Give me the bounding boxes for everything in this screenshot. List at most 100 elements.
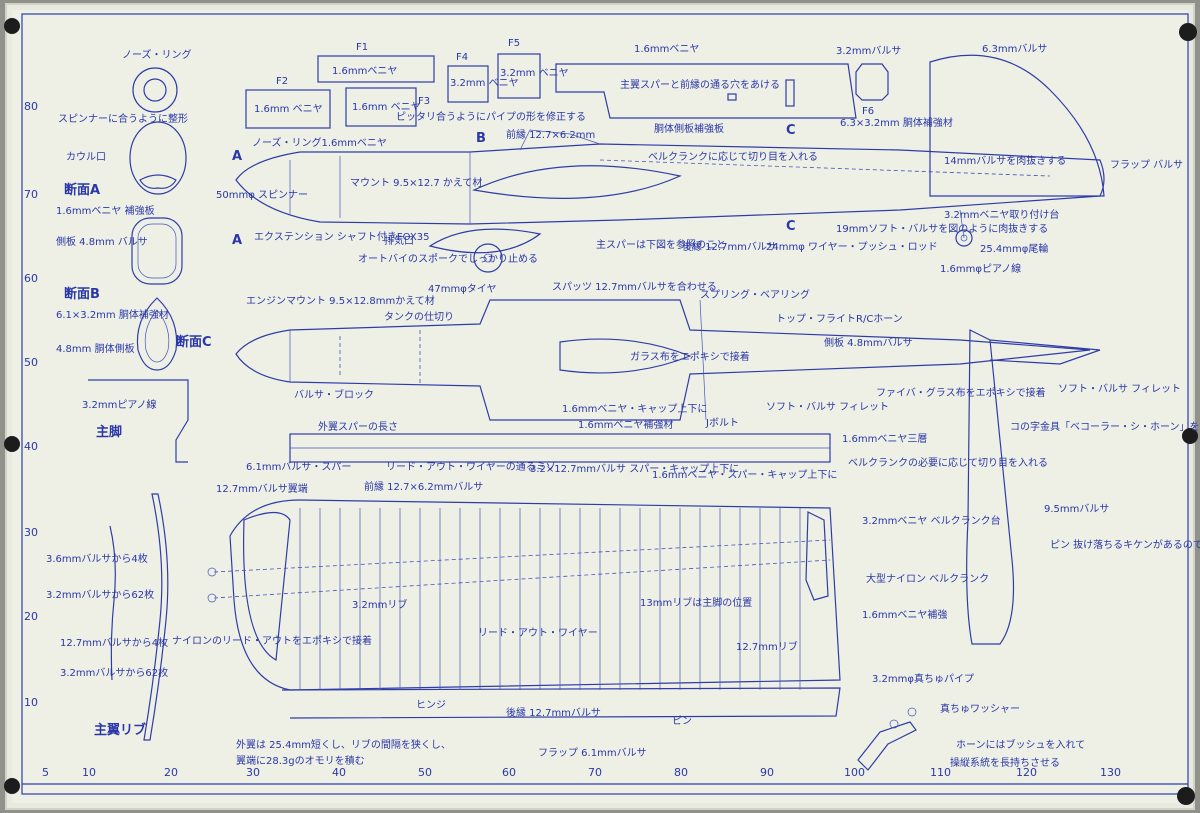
side-48-label: 4.8mm 胴体側板 xyxy=(56,342,135,355)
leading-edge-label: 前縁 12.7×6.2mm xyxy=(506,128,595,141)
scale-bottom-label: 10 xyxy=(82,766,96,779)
soft-fillet: ソフト・バルサ フィレット xyxy=(766,401,889,413)
wing-note-2: 翼端に28.3gのオモリを積む xyxy=(236,754,365,767)
main-leg-wire-label: 3.2mmピアノ線 xyxy=(82,398,157,411)
pin-icons xyxy=(4,18,1198,805)
scale-bottom-label: 80 xyxy=(674,766,688,779)
wing-rib-left xyxy=(109,525,116,681)
section-b-label: 断面B xyxy=(64,286,100,302)
top-plate-mat: 1.6mmベニヤ xyxy=(634,43,699,55)
pushrod-label: 24mmφ ワイヤー・プッシュ・ロッド xyxy=(766,241,938,253)
flap-label: フラップ 6.1mmバルサ xyxy=(538,747,647,759)
top-view-fuselage xyxy=(235,299,1101,645)
scale-bottom-label: 20 xyxy=(164,766,178,779)
balsa-spar-label: 6.1mmバルサ・スパー xyxy=(246,461,351,473)
spring-bearing-label: スプリング・ベアリング xyxy=(700,288,810,301)
rib-36-a: 3.6mmバルサから4枚 xyxy=(46,552,148,565)
ply-3layer-label: 1.6mmベニヤ三層 xyxy=(842,433,927,445)
spar-ref-label: 主スパーは下図を参照のこと xyxy=(596,238,726,251)
wing-rib-right xyxy=(143,493,169,741)
pin-icon xyxy=(4,436,20,452)
trailing-edge-label: 後縁 12.7mmバルサ xyxy=(682,240,777,253)
section-b-shape xyxy=(136,297,178,371)
rib-13-label: 13mmリブは主脚の位置 xyxy=(640,596,752,609)
scale-bottom-label: 110 xyxy=(930,766,951,779)
f3-label: F3 xyxy=(418,96,430,107)
main-leg-label: 主脚 xyxy=(96,424,122,440)
spar-cap-label: 1.6mmベニヤ・キャップ上下に xyxy=(562,403,707,415)
nose-ring xyxy=(132,67,178,113)
spats-label: スパッツ 12.7mmバルサを合わせる xyxy=(552,280,717,293)
drawing-border xyxy=(21,13,1189,795)
scale-bottom-label: 70 xyxy=(588,766,602,779)
f6-label: F6 xyxy=(862,106,874,117)
f6-part xyxy=(855,63,889,101)
wing-note-1: 外翼は 25.4mm短くし、リブの間隔を狭くし、 xyxy=(236,738,451,751)
f4-part xyxy=(447,65,489,103)
glass-cloth-label: ガラス布をエポキシで接着 xyxy=(630,350,750,363)
pin-icon xyxy=(1179,23,1197,41)
ply-spar-cap-label: 1.6mmベニヤ・スパー・キャップ上下に xyxy=(652,469,837,481)
reinforce-plate-label: 胴体側板補強板 xyxy=(654,122,724,135)
scale-left-label: 20 xyxy=(24,610,38,623)
spar-cap-32-label: 3.2×12.7mmバルサ スパー・キャップ上下に xyxy=(530,463,739,475)
ply-reinforce-label: 1.6mmベニヤ補強 xyxy=(862,608,947,621)
f2-material: 1.6mm ベニヤ xyxy=(254,103,323,115)
scale-bottom-label: 5 xyxy=(42,766,49,779)
wing-rib-title: 主翼リブ xyxy=(94,722,146,738)
rib-32-a: 3.2mmバルサから62枚 xyxy=(46,588,154,601)
c-mark-bottom: C xyxy=(786,219,796,234)
doubler-61-label: 6.1×3.2mm 胴体補強材 xyxy=(56,308,169,321)
scale-left-label: 30 xyxy=(24,526,38,539)
fin-material: 6.3mmバルサ xyxy=(982,43,1047,55)
f3-part xyxy=(345,87,417,127)
leadout-slot-label: リード・アウト・ワイヤーの通るミゾ xyxy=(386,461,556,473)
f6-balsa: 3.2mmバルサ xyxy=(836,45,901,57)
exhaust-label: 排気口 xyxy=(384,234,414,247)
bolt-label: Jボルト xyxy=(705,417,739,429)
a-mark-top: A xyxy=(232,149,242,164)
scale-left-label: 40 xyxy=(24,440,38,453)
leadout-label: リード・アウト・ワイヤー xyxy=(478,627,598,639)
engine-mount-label: エンジンマウント 9.5×12.8mmかえて材 xyxy=(246,294,435,307)
b-mark: B xyxy=(476,131,486,146)
scale-bottom-label: 40 xyxy=(332,766,346,779)
c-shape-note: コの字金具「ベコーラー・シ・ホーン」をスプリング・ベアリングに入れてエキシでメタ… xyxy=(1010,420,1200,433)
nylon-leadout-label: ナイロンのリード・アウトをエポキシで接着 xyxy=(172,634,372,647)
tip-label: 12.7mmバルサ翼端 xyxy=(216,482,308,495)
soft-fillet-2: ソフト・バルサ フィレット xyxy=(1058,383,1181,395)
f1-material: 1.6mmベニヤ xyxy=(332,65,397,77)
bellcrank-cut-label: ベルクランクに応じて切り目を入れる xyxy=(648,150,818,163)
scale-left-label: 80 xyxy=(24,100,38,113)
pin-icon xyxy=(1177,787,1195,805)
horn-note-2: 操縦系統を長持ちさせる xyxy=(950,756,1060,769)
rib-127-b: 12.7mmバルサから4枚 xyxy=(60,636,168,649)
section-a-shape xyxy=(131,217,183,285)
scale-bottom-label: 50 xyxy=(418,766,432,779)
bottom-scale: 5 10 20 30 40 50 60 70 80 90 100 110 120… xyxy=(42,766,1121,779)
bellcrank-base-label: 3.2mmベニヤ ベルクランク台 xyxy=(862,514,1001,527)
scale-left-label: 70 xyxy=(24,188,38,201)
f3-material: 1.6mm ベニヤ xyxy=(352,101,421,113)
f5-label: F5 xyxy=(508,38,520,49)
top-side-plate-label: 側板 4.8mmバルサ xyxy=(824,336,913,349)
rib-32-b: 3.2mmバルサから62枚 xyxy=(60,666,168,679)
scale-left-label: 50 xyxy=(24,356,38,369)
scale-left-label: 10 xyxy=(24,696,38,709)
scale-bottom-label: 60 xyxy=(502,766,516,779)
cowl-section xyxy=(129,121,187,195)
scale-left-label: 60 xyxy=(24,272,38,285)
section-a-label: 断面A xyxy=(64,182,100,198)
pin-icon xyxy=(1182,428,1198,444)
wing-plan xyxy=(207,499,841,719)
f2-part xyxy=(245,89,331,129)
rib-32-label: 3.2mmリブ xyxy=(352,598,407,611)
tail-mount-label: 3.2mmベニヤ取り付け台 xyxy=(944,208,1059,221)
horn-detail xyxy=(857,721,917,771)
scale-bottom-label: 100 xyxy=(844,766,865,779)
scale-bottom-label: 120 xyxy=(1016,766,1037,779)
spinner-note: スピンナーに合うように整形 xyxy=(58,112,188,125)
bellcrank-note: ベルクランクの必要に応じて切り目を入れる xyxy=(848,456,1048,469)
lightening-label: 14mmバルサを肉抜きする xyxy=(944,154,1066,167)
